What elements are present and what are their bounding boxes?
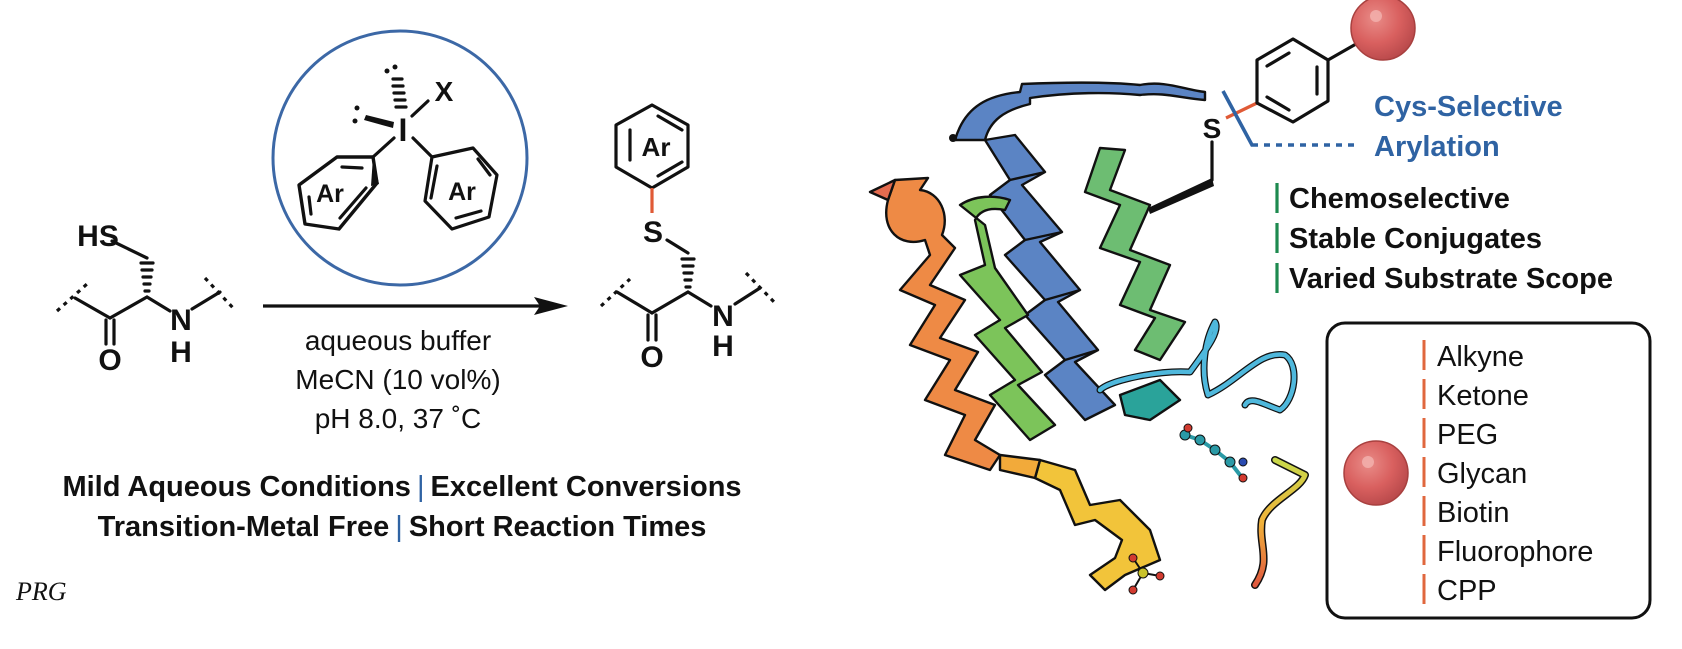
callout-line-1: Cys-Selective xyxy=(1374,91,1563,123)
helix-green-left xyxy=(958,195,1057,442)
reaction-conditions: aqueous buffer MeCN (10 vol%) pH 8.0, 37… xyxy=(295,325,500,434)
product-carbonyl-o: O xyxy=(640,341,663,374)
new-c-s-bond-protein xyxy=(1225,101,1258,120)
product-truncation-right xyxy=(744,271,779,307)
legend-box xyxy=(1325,321,1652,620)
callout-line-2: Arylation xyxy=(1374,131,1500,163)
helix-yellow xyxy=(998,453,1162,592)
feature-chemoselective: Chemoselective xyxy=(1289,183,1510,215)
bond-i-ar-right xyxy=(411,136,434,159)
product-sulfur-label: S xyxy=(643,216,663,249)
legend-payload-sphere-icon xyxy=(1343,440,1409,506)
condition-cosolvent: MeCN (10 vol%) xyxy=(295,364,500,395)
payload-sphere-icon xyxy=(1350,0,1416,61)
aryl-right-label: Ar xyxy=(448,178,476,206)
product-bond-n-next xyxy=(733,286,762,306)
side-chain-ball-stick xyxy=(1179,423,1248,483)
amide-n-label: N xyxy=(170,304,192,337)
feature-list: Chemoselective Stable Conjugates Varied … xyxy=(1275,183,1613,295)
feature-stable-conjugates: Stable Conjugates xyxy=(1289,223,1542,255)
reactant-cysteine: HS O N H xyxy=(55,220,237,377)
protein-ribbon xyxy=(868,81,1309,595)
highlight-excellent-conversions: Excellent Conversions xyxy=(430,471,741,503)
conjugate-aryl-ring xyxy=(1255,37,1330,124)
legend-item-peg: PEG xyxy=(1437,419,1498,451)
legend-item-biotin: Biotin xyxy=(1437,497,1510,529)
bond-s-ch2 xyxy=(110,239,149,260)
product-amide-n: N xyxy=(712,300,734,333)
bond-i-x xyxy=(410,99,430,118)
legend-item-cpp: CPP xyxy=(1437,575,1497,607)
carbonyl-o-label: O xyxy=(98,344,121,377)
arrowhead-icon xyxy=(534,297,568,315)
bond-aryl-payload xyxy=(1326,42,1358,62)
highlight-line-1: Mild Aqueous Conditions|Excellent Conver… xyxy=(62,471,741,503)
condition-ph-temp: pH 8.0, 37 ˚C xyxy=(315,403,482,434)
hashed-bond-lone-pair xyxy=(384,64,408,109)
bond-n-next xyxy=(190,290,222,311)
product-aryl-label: Ar xyxy=(642,132,671,162)
legend-item-alkyne: Alkyne xyxy=(1437,341,1524,373)
product-aryl-ring: Ar xyxy=(614,103,690,190)
product-amide-h: H xyxy=(712,330,734,363)
backbone-bonds xyxy=(73,295,172,320)
aryl-ring-left: Ar xyxy=(297,155,379,231)
conjugate-callout: S Cys-Selective Arylation xyxy=(1148,0,1563,214)
highlight-separator: | xyxy=(417,471,425,503)
condition-solvent: aqueous buffer xyxy=(305,325,491,356)
legend-item-glycan: Glycan xyxy=(1437,458,1527,490)
feature-varied-scope: Varied Substrate Scope xyxy=(1289,263,1613,295)
highlight-separator: | xyxy=(395,511,403,543)
highlights: Mild Aqueous Conditions|Excellent Conver… xyxy=(15,471,742,606)
product-s-aryl-cysteine: Ar S O N H xyxy=(599,103,779,374)
iodine-label: I xyxy=(399,112,408,148)
helix-green-right xyxy=(1083,146,1187,362)
wedge-bond-lone-pair xyxy=(352,105,394,128)
highlight-mild-aqueous: Mild Aqueous Conditions xyxy=(62,471,411,503)
amide-h-label: H xyxy=(170,336,192,369)
signature: PRG xyxy=(15,577,67,606)
aryl-left-label: Ar xyxy=(316,180,344,208)
sphere-highlight xyxy=(1370,10,1382,22)
reagent-circle xyxy=(271,29,529,287)
callout-leader-slash xyxy=(1221,90,1358,147)
protein-sulfur-label: S xyxy=(1203,113,1222,144)
terminus-dot xyxy=(949,134,957,142)
loop-cyan xyxy=(1096,318,1298,422)
reaction-arrow xyxy=(263,297,568,315)
legend-item-fluorophore: Fluorophore xyxy=(1437,536,1593,568)
truncation-left xyxy=(55,282,89,313)
bond-s-ch2 xyxy=(665,238,690,255)
helix-n-terminal-arrow xyxy=(868,178,897,202)
truncation-right xyxy=(203,276,237,312)
ligand-x-label: X xyxy=(435,76,454,107)
aryl-ring-right: Ar xyxy=(423,146,499,231)
product-hashed-wedge xyxy=(680,257,696,289)
diaryliodonium-reagent: I X Ar xyxy=(271,29,529,287)
highlight-line-2: Transition-Metal Free|Short Reaction Tim… xyxy=(98,511,707,543)
helix-blue xyxy=(983,133,1117,422)
product-backbone xyxy=(615,290,713,315)
loop-rainbow-tail xyxy=(1251,456,1309,589)
bond-i-ar-left xyxy=(371,136,396,159)
strand-blue-top xyxy=(953,81,1207,142)
thiol-label: HS xyxy=(77,220,119,253)
helix-orange xyxy=(868,176,1002,472)
wedge-bond-to-protein xyxy=(1148,178,1214,214)
hashed-wedge-bond xyxy=(139,261,155,293)
product-truncation-left xyxy=(599,277,632,308)
sulfate-ball-stick xyxy=(1128,553,1165,595)
highlight-metal-free: Transition-Metal Free xyxy=(98,511,390,543)
highlight-short-times: Short Reaction Times xyxy=(409,511,707,543)
legend-sphere-highlight xyxy=(1362,456,1374,468)
legend-item-ketone: Ketone xyxy=(1437,380,1529,412)
